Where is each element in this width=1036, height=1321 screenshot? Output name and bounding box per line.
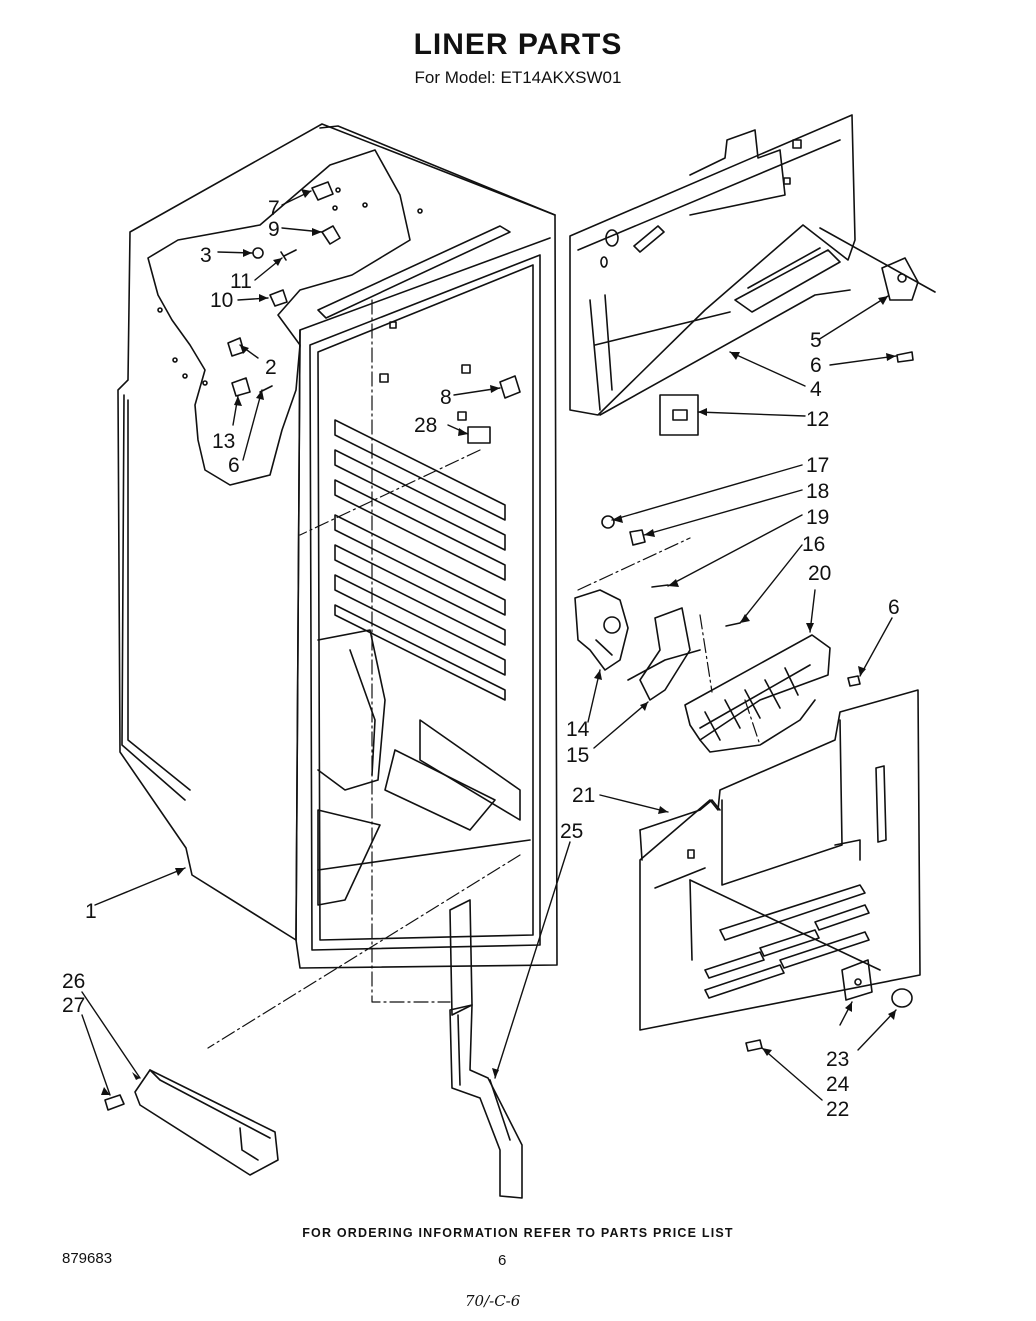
- callout-22: 22: [826, 1098, 849, 1121]
- evaporator-cover: [569, 114, 936, 436]
- callout-17: 17: [806, 454, 829, 477]
- callout-23: 23: [826, 1048, 849, 1071]
- handwritten-note: 70/-C-6: [465, 1292, 521, 1310]
- document-number: 879683: [62, 1250, 113, 1267]
- callout-13: 13: [212, 430, 235, 453]
- callout-21: 21: [572, 784, 595, 807]
- callout-4: 4: [810, 378, 822, 401]
- callout-19: 19: [806, 506, 829, 529]
- callout-15: 15: [566, 744, 589, 767]
- callout-7: 7: [268, 197, 280, 220]
- callout-26: 26: [62, 970, 85, 993]
- model-subtitle: For Model: ET14AKXSW01: [414, 68, 622, 87]
- drain-trough: [449, 899, 523, 1199]
- callout-14: 14: [566, 718, 590, 741]
- callout-20: 20: [808, 562, 831, 585]
- callout-5: 5: [810, 329, 822, 352]
- callout-1: 1: [85, 900, 97, 923]
- front-bracket: [104, 1069, 279, 1176]
- ordering-note: FOR ORDERING INFORMATION REFER TO PARTS …: [302, 1226, 734, 1240]
- callout-6-fan: 6: [888, 596, 900, 619]
- lower-cover-panel: [639, 689, 921, 1052]
- callout-18: 18: [806, 480, 829, 503]
- callout-11: 11: [230, 270, 252, 293]
- page-number: 6: [498, 1252, 507, 1269]
- callout-2: 2: [265, 356, 277, 379]
- callout-25: 25: [560, 820, 583, 843]
- callout-12: 12: [806, 408, 829, 431]
- leader-arrowheads: [101, 189, 896, 1095]
- callout-27: 27: [62, 994, 85, 1017]
- callout-9: 9: [268, 218, 280, 241]
- callout-6: 6: [810, 354, 822, 377]
- callout-16: 16: [802, 533, 825, 556]
- callout-28: 28: [414, 414, 437, 437]
- callout-10: 10: [210, 289, 233, 312]
- page-title: LINER PARTS: [413, 28, 623, 61]
- cabinet-liner: [117, 123, 558, 969]
- callout-8: 8: [440, 386, 452, 409]
- leader-lines: [81, 190, 897, 1101]
- callout-labels: 1 2 3 4 5 6 6 6 7 8 9 10 11 12 13 14 15 …: [62, 197, 900, 1121]
- callout-24: 24: [826, 1073, 850, 1096]
- alignment-lines: [207, 299, 761, 1049]
- callout-6-left: 6: [228, 454, 240, 477]
- callout-3: 3: [200, 244, 212, 267]
- fan-motor-assembly: [574, 515, 861, 753]
